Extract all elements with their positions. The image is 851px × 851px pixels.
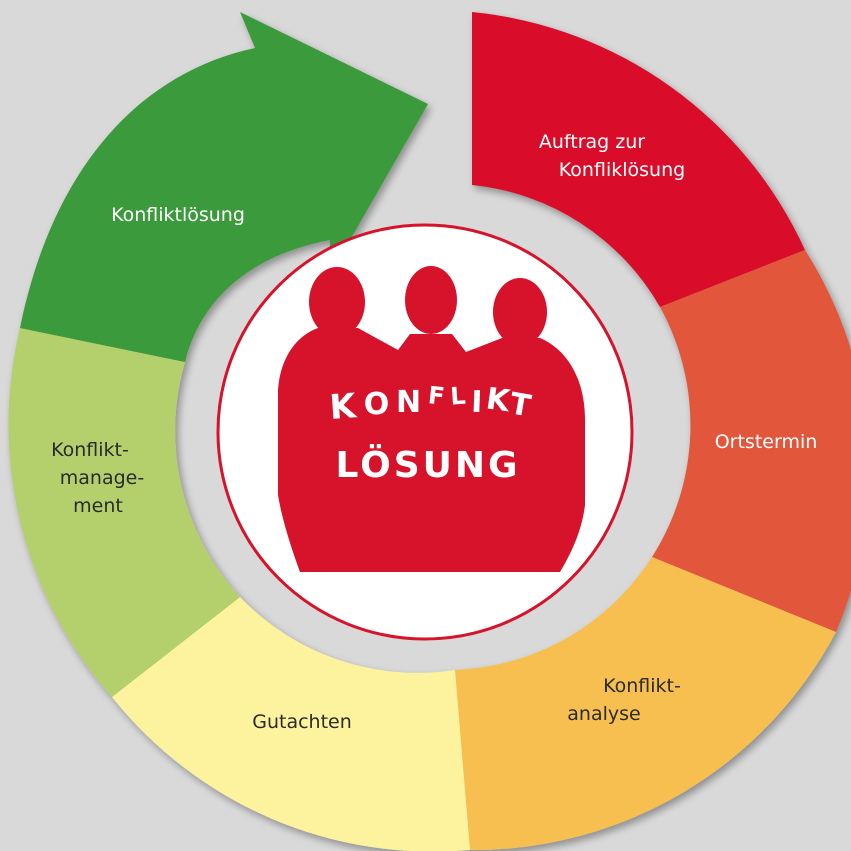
center-title-letter: L (449, 381, 469, 410)
center-title-letter: K (484, 381, 515, 419)
center-title-letter: K (328, 386, 360, 428)
segment-label-konfliktmanagement: manage- (60, 467, 144, 489)
center-title-letter: O (364, 387, 393, 422)
segment-label-auftrag: Auftrag zur (539, 131, 645, 153)
center-title-line2: LÖSUNG (335, 444, 520, 486)
center-title-letter: I (471, 385, 486, 420)
segment-label-konfliktmanagement: ment (73, 495, 123, 517)
people-silhouette-icon (278, 266, 585, 572)
segment-label-konfliktanalyse: Konflikt- (603, 675, 681, 697)
segment-gutachten (112, 597, 470, 851)
segment-konfliktloesung (20, 12, 428, 362)
segment-label-konfliktloesung: Konfliktlösung (111, 204, 245, 226)
center-title-letter: N (396, 385, 424, 420)
segment-label-ortstermin: Ortstermin (715, 431, 818, 453)
segment-konfliktmanagement (8, 328, 240, 697)
segment-label-gutachten: Gutachten (252, 711, 352, 733)
segment-label-konfliktanalyse: analyse (567, 703, 640, 725)
center-title-letter: F (427, 381, 449, 411)
segment-label-konfliktmanagement: Konflikt- (51, 439, 129, 461)
segment-konfliktanalyse (455, 557, 836, 851)
segment-label-auftrag: Konfliklösung (559, 159, 685, 181)
segment-ortstermin (652, 250, 851, 632)
segment-auftrag (472, 12, 805, 307)
